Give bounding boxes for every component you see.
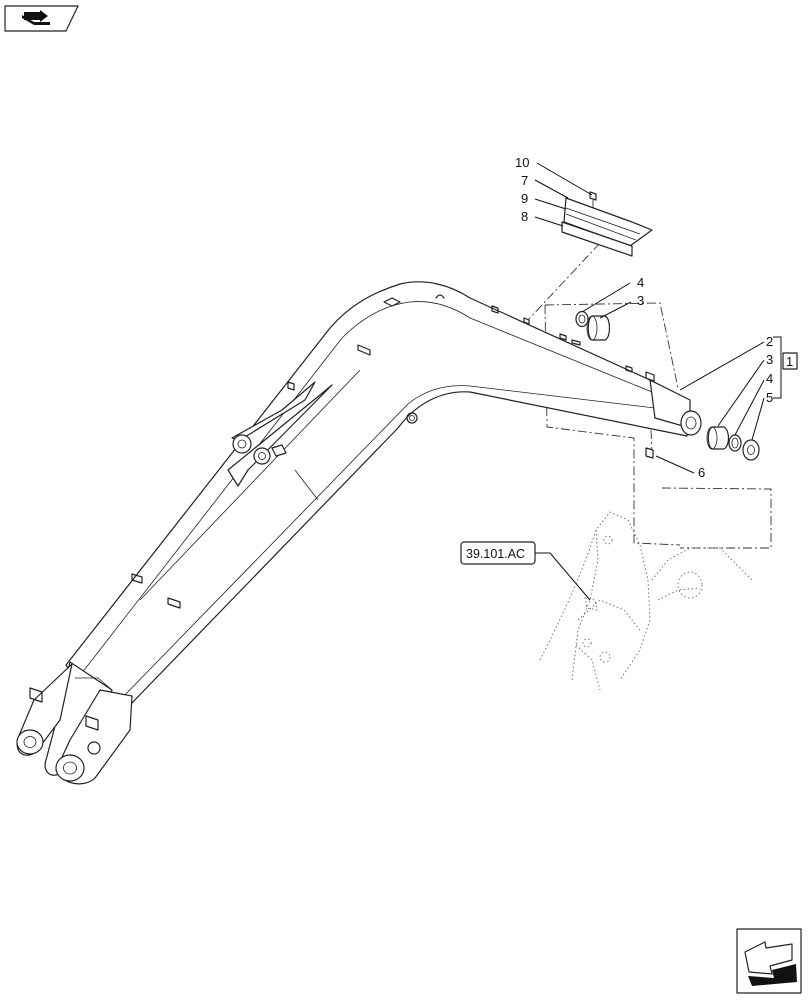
callout-5[interactable]: 5 <box>766 390 773 405</box>
boom-arm <box>65 281 702 713</box>
reference-label: 39.101.AC <box>466 547 525 561</box>
callout-4-lower[interactable]: 4 <box>766 371 773 386</box>
callout-1-box[interactable]: 1 <box>782 352 798 370</box>
callout-9[interactable]: 9 <box>521 191 528 206</box>
callout-3-upper[interactable]: 3 <box>637 293 644 308</box>
lower-pin-parts <box>706 426 760 461</box>
callout-8[interactable]: 8 <box>521 209 528 224</box>
folder-arrow-icon[interactable] <box>4 5 79 32</box>
callout-7[interactable]: 7 <box>521 173 528 188</box>
cover-plate <box>561 191 653 257</box>
grease-fitting <box>645 447 654 459</box>
reference-box-39-101-ac[interactable]: 39.101.AC <box>460 541 536 565</box>
callout-3-lower[interactable]: 3 <box>766 352 773 367</box>
phantom-upper-structure <box>539 511 753 691</box>
callout-1: 1 <box>786 354 793 369</box>
boom-foot <box>16 661 133 785</box>
upper-pin-parts <box>575 310 611 341</box>
next-page-arrow-icon[interactable] <box>736 928 802 994</box>
callout-6[interactable]: 6 <box>698 465 705 480</box>
callout-2[interactable]: 2 <box>766 334 773 349</box>
callout-10[interactable]: 10 <box>515 155 529 170</box>
callout-numbers: 10 7 9 8 4 3 2 3 4 5 6 <box>515 155 773 480</box>
callout-4-upper[interactable]: 4 <box>637 275 644 290</box>
leader-lines <box>534 162 782 601</box>
